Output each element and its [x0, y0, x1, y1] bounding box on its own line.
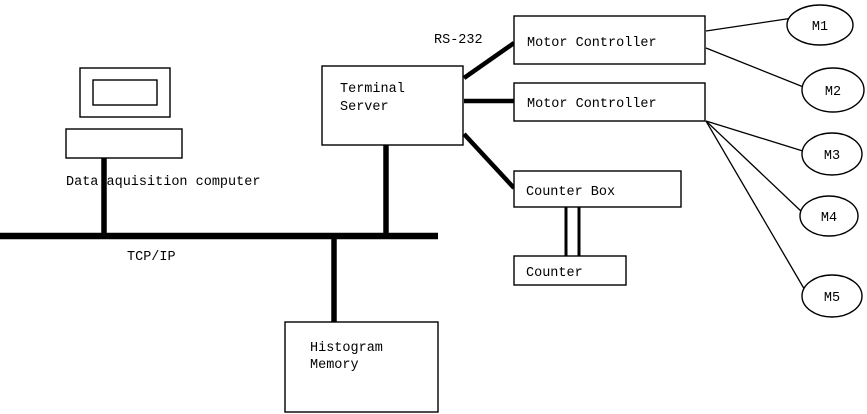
- data-acquisition-computer-label: Data aquisition computer: [66, 175, 260, 190]
- motor-m2-shape: [801, 67, 865, 113]
- motor-m1-shape: [786, 4, 854, 46]
- motor-m4-shape: [799, 195, 859, 237]
- link-motor-controller-2-to-m4: [705, 120, 804, 214]
- counter-box: [513, 255, 627, 286]
- motor-m2-label: M2: [825, 85, 841, 100]
- motor-m1-label: M1: [812, 20, 828, 35]
- histogram-memory-label-line1: Histogram: [310, 341, 383, 356]
- motor-controller-1-box: [513, 15, 706, 65]
- motor-m3-label: M3: [824, 149, 840, 164]
- link-motor-controller-1-to-m1: [705, 17, 794, 32]
- computer-base-unit: [65, 128, 183, 159]
- computer-screen-inner: [92, 79, 158, 106]
- histogram-memory-label-line2: Memory: [310, 358, 359, 373]
- link-terminal-server-to-motor-controller-1: [462, 41, 516, 80]
- link-motor-controller-1-to-m2: [705, 47, 807, 89]
- motor-controller-1-label: Motor Controller: [527, 36, 657, 51]
- terminal-server-box: [321, 65, 464, 146]
- motor-controller-2-box: [513, 82, 706, 122]
- motor-m5-shape: [801, 274, 863, 318]
- motor-m4-label: M4: [821, 211, 837, 226]
- link-motor-controller-2-to-m3: [705, 120, 807, 153]
- motor-controller-2-label: Motor Controller: [527, 97, 657, 112]
- link-motor-controller-2-to-m5: [705, 120, 807, 293]
- rs232-label: RS-232: [434, 33, 483, 48]
- motor-m5-label: M5: [824, 291, 840, 306]
- counter-box-label: Counter Box: [526, 185, 615, 200]
- link-terminal-server-to-counter-box: [462, 132, 516, 190]
- motor-m3-shape: [801, 132, 863, 176]
- counter-box-box: [513, 170, 682, 208]
- terminal-server-label-line1: Terminal: [340, 82, 405, 97]
- tcpip-bus-label: TCP/IP: [127, 250, 176, 265]
- histogram-memory-box: [284, 321, 439, 413]
- terminal-server-label-line2: Server: [340, 100, 389, 115]
- counter-label: Counter: [526, 266, 583, 281]
